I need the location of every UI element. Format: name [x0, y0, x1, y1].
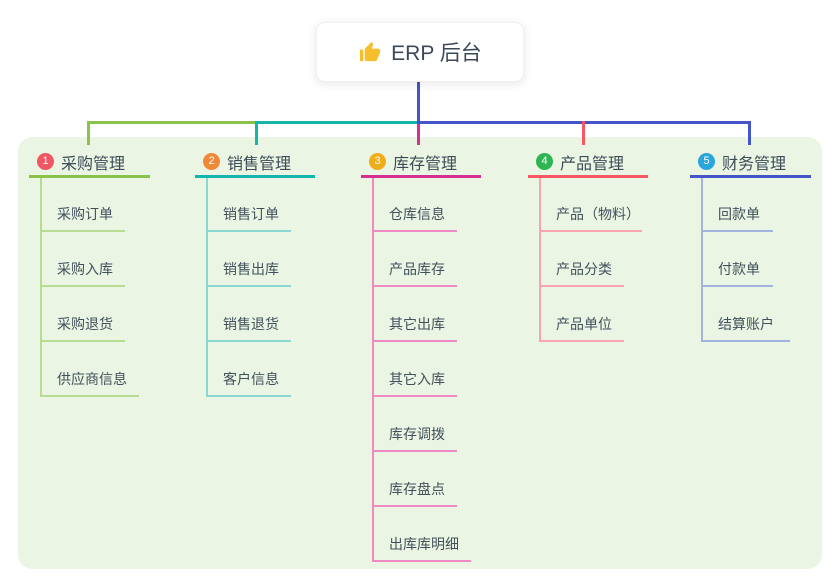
child-node-label: 出库库明细 [389, 536, 459, 552]
child-node-label: 产品分类 [556, 261, 612, 277]
branch-badge-3: 3 [369, 153, 386, 170]
branch-node-inventory[interactable]: 3 库存管理 [361, 148, 481, 178]
branch-badge-2: 2 [203, 153, 220, 170]
child-node-label: 库存调拨 [389, 426, 445, 442]
child-node[interactable]: 库存盘点 [372, 479, 457, 507]
child-node-label: 回款单 [718, 206, 760, 222]
connector-drop-branch4 [582, 121, 585, 145]
branch-label: 销售管理 [227, 155, 292, 173]
child-node-label: 库存盘点 [389, 481, 445, 497]
child-node-label: 其它出库 [389, 316, 445, 332]
child-node[interactable]: 回款单 [701, 204, 773, 232]
branch-label: 产品管理 [560, 155, 625, 173]
branch-badge-1: 1 [37, 153, 54, 170]
child-node-label: 销售订单 [223, 206, 279, 222]
connector-children-branch4 [539, 178, 541, 342]
connector-drop-branch5 [748, 121, 751, 145]
child-node-label: 产品（物料） [556, 206, 640, 222]
child-node[interactable]: 销售出库 [206, 259, 291, 287]
child-node[interactable]: 付款单 [701, 259, 773, 287]
connector-children-branch1 [40, 178, 42, 397]
child-node[interactable]: 产品库存 [372, 259, 457, 287]
branch-node-sales[interactable]: 2 销售管理 [195, 148, 315, 178]
child-node-label: 结算账户 [718, 316, 774, 332]
connector-root-drop [417, 82, 420, 121]
child-node-label: 供应商信息 [57, 371, 127, 387]
child-node[interactable]: 其它入库 [372, 369, 457, 397]
connector-drop-branch3 [417, 124, 420, 145]
child-node-label: 客户信息 [223, 371, 279, 387]
branch-node-product[interactable]: 4 产品管理 [528, 148, 648, 178]
root-node[interactable]: ERP 后台 [316, 22, 524, 82]
child-node-label: 销售出库 [223, 261, 279, 277]
connector-children-branch2 [206, 178, 208, 397]
branch-badge-4: 4 [536, 153, 553, 170]
child-node[interactable]: 其它出库 [372, 314, 457, 342]
child-node[interactable]: 客户信息 [206, 369, 291, 397]
child-node-label: 产品库存 [389, 261, 445, 277]
child-node-label: 其它入库 [389, 371, 445, 387]
child-node-label: 采购退货 [57, 316, 113, 332]
child-node[interactable]: 仓库信息 [372, 204, 457, 232]
connector-hbar-green [87, 121, 257, 124]
connector-drop-branch1 [87, 121, 90, 145]
child-node[interactable]: 出库库明细 [372, 534, 471, 562]
child-node-label: 产品单位 [556, 316, 612, 332]
child-node[interactable]: 采购订单 [40, 204, 125, 232]
child-node[interactable]: 销售退货 [206, 314, 291, 342]
connector-children-branch5 [701, 178, 703, 342]
child-node[interactable]: 库存调拨 [372, 424, 457, 452]
branches-panel [18, 137, 822, 569]
root-node-label: ERP 后台 [391, 42, 482, 65]
connector-drop-branch2 [255, 121, 258, 145]
child-node[interactable]: 供应商信息 [40, 369, 139, 397]
child-node-label: 采购入库 [57, 261, 113, 277]
branch-label: 采购管理 [61, 155, 126, 173]
branch-node-finance[interactable]: 5 财务管理 [690, 148, 811, 178]
connector-hbar-teal [257, 121, 418, 124]
thumbs-up-icon [358, 41, 381, 64]
child-node[interactable]: 产品分类 [539, 259, 624, 287]
child-node-label: 销售退货 [223, 316, 279, 332]
branch-label: 财务管理 [722, 155, 787, 173]
branch-node-purchase[interactable]: 1 采购管理 [29, 148, 150, 178]
child-node[interactable]: 产品单位 [539, 314, 624, 342]
branch-label: 库存管理 [393, 155, 458, 173]
child-node[interactable]: 采购退货 [40, 314, 125, 342]
child-node-label: 仓库信息 [389, 206, 445, 222]
child-node[interactable]: 采购入库 [40, 259, 125, 287]
child-node-label: 采购订单 [57, 206, 113, 222]
child-node-label: 付款单 [718, 261, 760, 277]
branch-badge-5: 5 [698, 153, 715, 170]
child-node[interactable]: 销售订单 [206, 204, 291, 232]
child-node[interactable]: 产品（物料） [539, 204, 642, 232]
connector-children-branch3 [372, 178, 374, 562]
child-node[interactable]: 结算账户 [701, 314, 790, 342]
